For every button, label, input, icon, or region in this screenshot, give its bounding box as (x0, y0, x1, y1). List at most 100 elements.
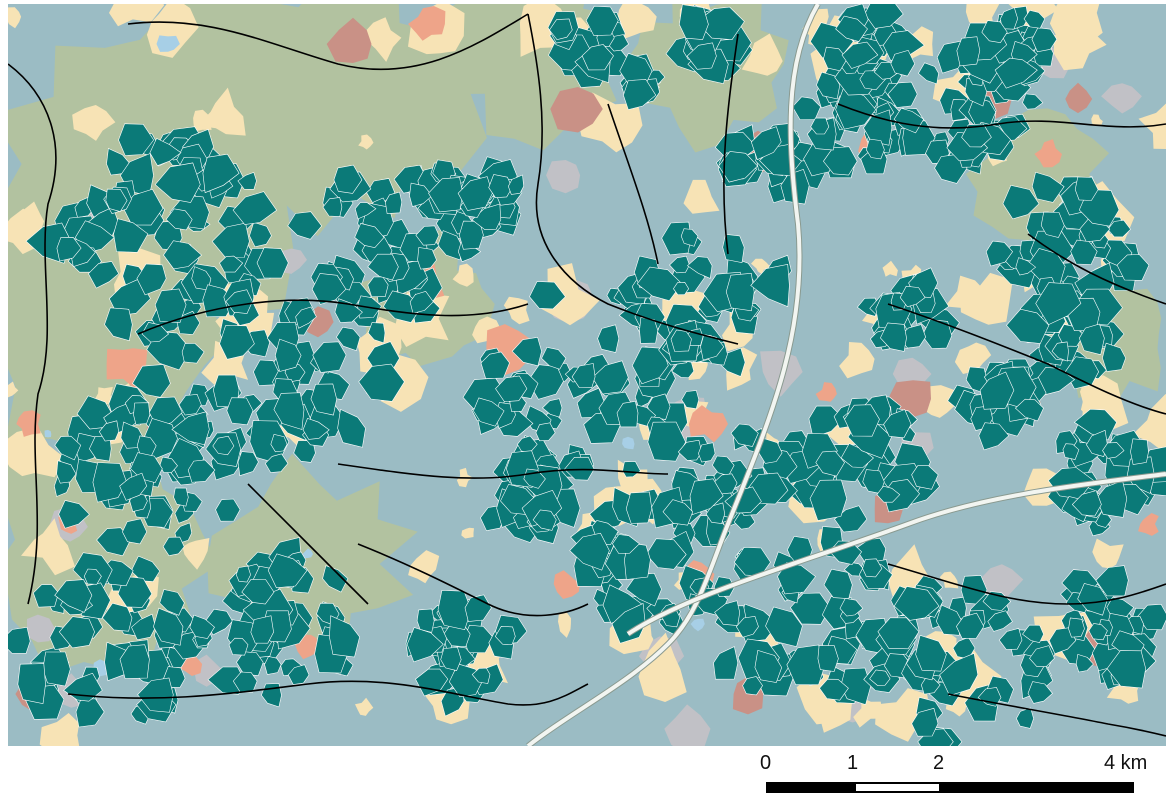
field-parcel (1022, 624, 1044, 644)
field-parcel (274, 338, 302, 372)
field-parcel (162, 536, 185, 557)
field-parcel (680, 228, 699, 247)
field-parcel (187, 459, 216, 483)
field-parcel (915, 634, 947, 672)
meadow-patch (882, 260, 898, 277)
field-parcel (367, 322, 386, 344)
field-parcel (207, 666, 245, 695)
field-parcel (178, 393, 202, 416)
field-parcel (535, 422, 556, 442)
meadow-patch (197, 87, 246, 136)
field-parcel (159, 589, 185, 616)
field-parcel (511, 336, 542, 367)
field-parcel (406, 627, 444, 663)
meadow-patch (9, 201, 45, 242)
field-parcel (154, 162, 201, 203)
boundary-line (247, 483, 369, 605)
field-parcel (1062, 443, 1080, 460)
field-parcel (677, 439, 702, 461)
field-parcel (647, 421, 686, 462)
field-parcel (735, 615, 759, 638)
map-view[interactable] (8, 4, 1166, 746)
meadow-patch (839, 342, 875, 379)
field-parcel (249, 222, 272, 248)
field-parcel (1014, 398, 1044, 422)
field-parcel (532, 509, 557, 531)
field-parcel (754, 650, 783, 683)
field-parcel (876, 485, 901, 503)
meadow-patch (616, 4, 657, 39)
field-parcel (105, 188, 128, 212)
water-body (622, 436, 635, 450)
field-parcel (219, 255, 244, 273)
field-parcel (623, 79, 657, 111)
field-parcel (956, 612, 985, 639)
field-parcel (367, 253, 399, 281)
field-parcel (312, 341, 347, 373)
field-parcel (687, 256, 713, 279)
meadow-patch (8, 381, 19, 398)
field-parcel (541, 346, 567, 370)
field-parcel (985, 240, 1013, 267)
field-parcel (471, 667, 491, 684)
field-parcel (333, 164, 363, 194)
field-parcel (417, 247, 437, 270)
field-parcel (597, 324, 620, 353)
field-parcel (42, 651, 71, 687)
field-parcel (264, 656, 282, 675)
meadow-patch (39, 713, 80, 746)
field-parcel (765, 606, 803, 648)
field-parcel (698, 442, 716, 463)
field-parcel (841, 41, 879, 69)
field-parcel (823, 46, 848, 72)
field-parcel (869, 669, 891, 686)
field-parcel (232, 671, 258, 693)
field-parcel (1116, 254, 1150, 281)
field-parcel (354, 202, 377, 220)
scale-label-0: 0 (760, 752, 772, 774)
field-parcel (585, 5, 619, 36)
field-parcel (56, 460, 77, 484)
field-parcel (1029, 645, 1055, 667)
settlement-area (688, 405, 728, 443)
field-parcel (336, 326, 361, 351)
field-parcel (1078, 323, 1105, 356)
scale-label-2: 2 (933, 752, 945, 774)
field-parcel (473, 397, 505, 427)
meadow-patch (452, 263, 474, 287)
field-parcel (212, 435, 235, 456)
field-parcel (122, 518, 148, 545)
field-parcel (415, 225, 440, 246)
field-parcel (1000, 7, 1019, 30)
field-parcel (865, 138, 885, 160)
field-parcel (1016, 707, 1034, 729)
boundary-line (1027, 233, 1166, 305)
meadow-patch (1132, 394, 1166, 454)
field-parcel (549, 18, 573, 41)
field-parcel (1027, 681, 1053, 704)
field-parcel (17, 663, 46, 705)
field-parcel (571, 363, 596, 389)
meadow-patch (751, 258, 771, 274)
field-parcel (1088, 623, 1108, 641)
field-parcel (118, 123, 155, 156)
field-parcel (987, 610, 1013, 632)
field-parcel (1068, 617, 1085, 638)
meadow-patch (21, 518, 75, 576)
field-parcel (1015, 257, 1037, 276)
field-parcel (58, 500, 90, 529)
boundary-line (947, 693, 1166, 737)
field-parcel (131, 613, 156, 641)
field-parcel (98, 420, 120, 442)
field-parcel (226, 397, 254, 426)
meadow-patch (541, 263, 600, 326)
meadow-patch (8, 426, 66, 478)
field-parcel (611, 603, 646, 644)
field-parcel (612, 534, 640, 554)
meadow-patch (358, 134, 374, 150)
field-parcels-layer (8, 4, 1166, 746)
field-parcel (750, 263, 790, 308)
scale-segment-2 (854, 782, 941, 793)
field-parcel (457, 176, 493, 211)
meadow-patch (683, 179, 720, 214)
